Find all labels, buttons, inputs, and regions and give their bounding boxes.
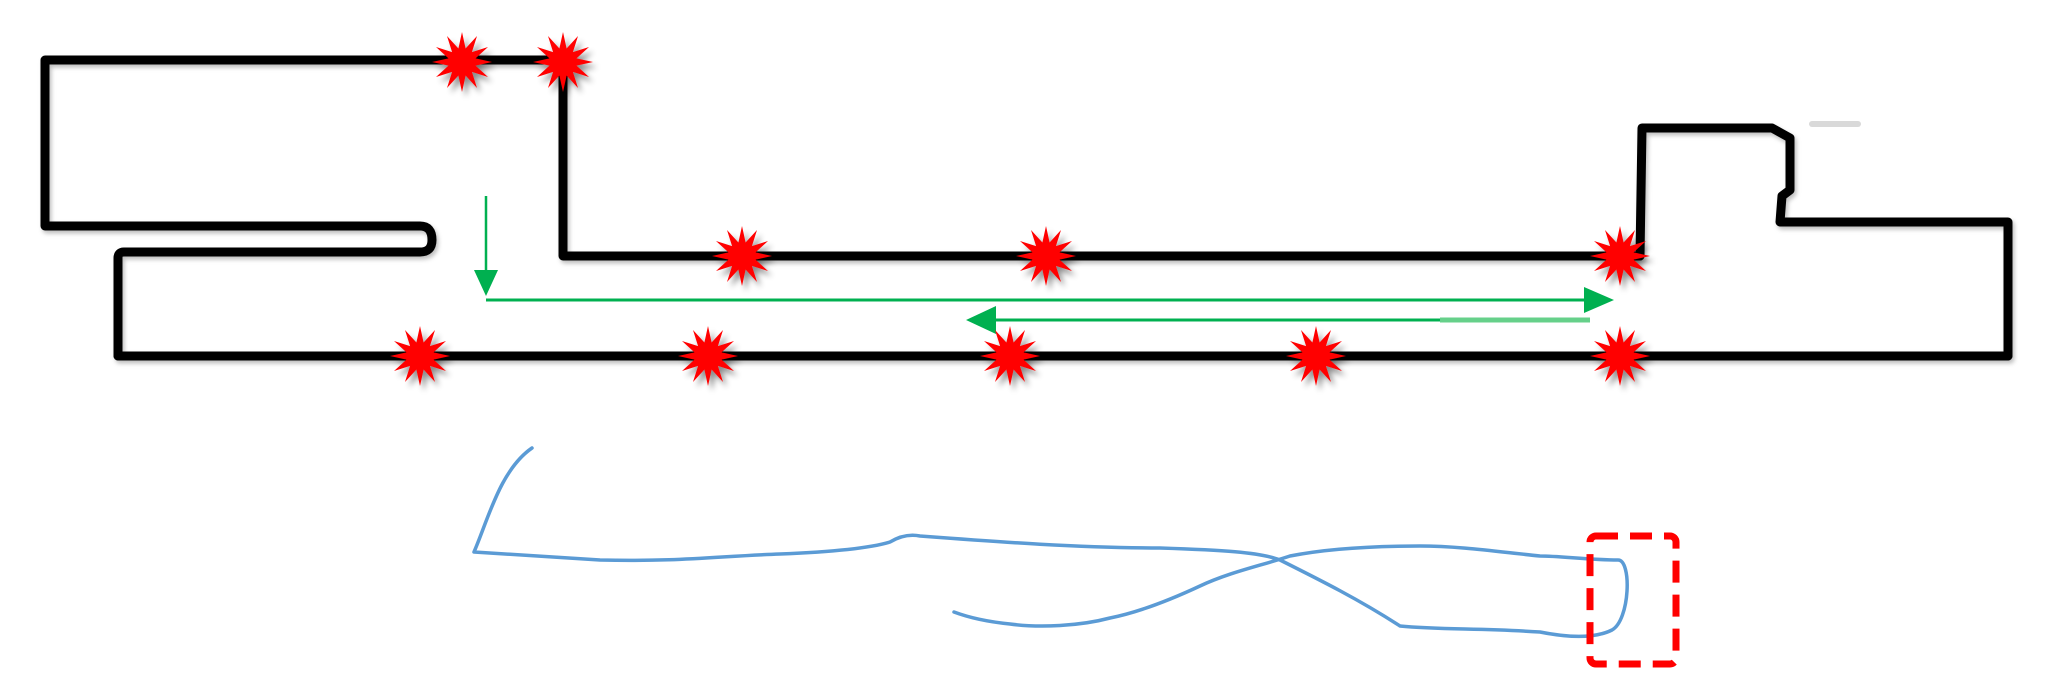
guide-arrows <box>474 196 1614 334</box>
red-starburst-icon <box>1590 226 1650 286</box>
red-starburst-icon <box>1286 326 1346 386</box>
red-starburst-icon <box>980 326 1040 386</box>
red-starburst-icon <box>432 32 492 92</box>
red-starburst-icon <box>533 32 593 92</box>
upper-corridor-wall <box>558 55 1645 261</box>
guide-arrow-left-head <box>966 306 996 334</box>
red-starburst-icon <box>712 226 772 286</box>
marker-layer <box>390 32 1650 386</box>
guide-arrow-down-head <box>474 270 498 296</box>
red-starburst-icon <box>678 326 738 386</box>
end-marker-box <box>1586 532 1680 668</box>
red-starburst-icon <box>1016 226 1076 286</box>
guide-arrow-right-head <box>1584 287 1614 313</box>
right-room-wall <box>1635 123 2013 361</box>
corridor-outline <box>40 55 2013 361</box>
red-starburst-icon <box>390 326 450 386</box>
trajectory-line <box>472 446 1629 639</box>
upper-left-room-wall <box>40 55 437 361</box>
red-starburst-icon <box>1590 326 1650 386</box>
